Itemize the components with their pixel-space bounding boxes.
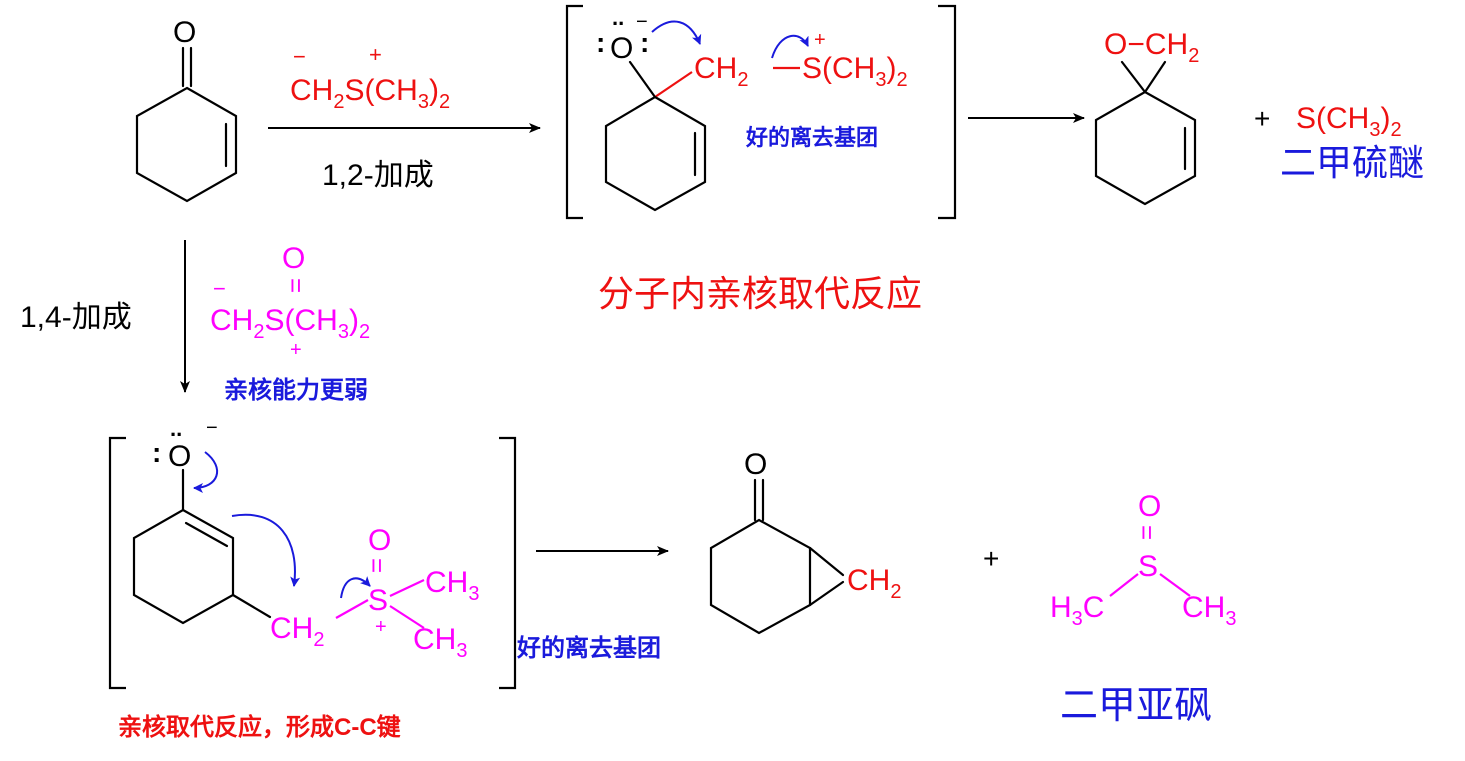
bottom-reagent-formula: CH2S(CH3)2 [210, 304, 370, 343]
label-14-addition: 1,4-加成 [20, 301, 132, 334]
top-reagent-minus: − [293, 44, 306, 69]
bottom-reagent-oxygen: O [282, 242, 305, 275]
intermediate1-oxygen-minus: − [636, 11, 648, 33]
top-reagent-formula: CH2S(CH3)2 [290, 74, 450, 113]
dmso-oxygen: O [1138, 490, 1161, 523]
intermediate2-ch3-lower: CH3 [413, 623, 467, 662]
product1-byproduct-formula: S(CH3)2 [1296, 102, 1402, 141]
intermediate1-ring [604, 95, 707, 212]
product2-ch2-label: CH2 [847, 564, 901, 603]
intermediate2-sulfoxide-double-bond: = [362, 558, 392, 573]
dmso-name: 二甲亚砜 [1060, 685, 1212, 727]
intermediate2-s-ch3-bond-upper [389, 579, 425, 597]
bottom-reagent-note: 亲核能力更弱 [224, 376, 368, 404]
intermediate1-leaving-group: 好的离去基团 [745, 125, 878, 150]
dmso-ch3: CH3 [1182, 591, 1236, 630]
intermediate2-ring [132, 508, 235, 625]
intermediate1-curly-arrow-1 [651, 20, 702, 45]
intermediate2-oxygen: O [168, 440, 191, 473]
top-reagent-ylide: − + CH2S(CH3)2 [290, 42, 450, 113]
intermediate1-lone-pairs-right: : [640, 27, 649, 58]
intermediate1-cc-bond [654, 71, 693, 98]
product2-cyclopropyl-ketone: O CH2 [709, 448, 901, 635]
intermediate2-bottom-label: 亲核取代反应，形成C-C键 [118, 713, 401, 741]
intermediate2-ch2-s-bond [335, 599, 369, 619]
intermediate2-sulfoxide-oxygen: O [368, 524, 391, 557]
intermediate1-oxygen: O [610, 32, 633, 65]
reactant-ring [135, 86, 238, 203]
intermediate2-s-plus: + [375, 616, 387, 638]
intermediate2-leaving-group: 好的离去基团 [516, 634, 661, 662]
bottom-reagent-plus: + [290, 339, 302, 361]
intermediate2-bracket-left [108, 436, 126, 690]
product1-byproduct-name: 二甲硫醚 [1280, 142, 1424, 183]
reactant-oxygen-label: O [173, 16, 196, 49]
intermediate2-curly-arrow-2 [231, 513, 301, 587]
product2-ring [709, 518, 812, 635]
intermediate2-ring-double-bond [184, 521, 229, 548]
top-reagent-plus: + [369, 42, 382, 67]
intermediate2-curly-arrow-3 [340, 576, 371, 599]
product1-plus-sign: + [1254, 103, 1270, 134]
intermediate1-lone-pairs: : [596, 27, 605, 58]
intermediate2-enolate: : .. O − CH2 O = S + CH3 CH3 [132, 416, 479, 662]
intermediate2-c-ch2-bond [231, 593, 272, 619]
product1-epoxide: O−CH2 [1094, 28, 1199, 206]
intermediate2-ch2: CH2 [270, 612, 324, 651]
intermediate2-oxygen-minus: − [206, 417, 218, 439]
intermediate2-bracket-right [499, 436, 517, 690]
intermediate2-s-ch3-bond-lower [389, 605, 425, 629]
bottom-reagent-ylide: O = − CH2S(CH3)2 + 亲核能力更弱 [210, 242, 370, 404]
intermediate1-ch2-sulfonium: CH2 [694, 52, 748, 91]
intermediate2-ch3-upper: CH3 [425, 566, 479, 605]
intermediate1-bracket-right [938, 4, 957, 220]
intramolecular-substitution-label: 分子内亲核取代反应 [598, 273, 922, 314]
product1-epoxide-label: O−CH2 [1104, 28, 1199, 67]
dmso-double-bond: = [1132, 525, 1162, 540]
intermediate1-lone-pairs-top: .. [612, 5, 624, 30]
product1-ring [1094, 90, 1197, 206]
intermediate2-sulfur: S [368, 584, 388, 617]
dmso-sulfur: S [1138, 550, 1158, 583]
intermediate2-lone-pairs-left: : [152, 437, 161, 468]
intermediate1-curly-arrow-2 [771, 34, 809, 59]
product2-cyclopropane-bond-lower [808, 580, 845, 607]
intermediate1-alkoxide: : .. : O − CH2 S(CH3)2 + 好的离去基团 [596, 5, 908, 212]
product2-oxygen: O [744, 448, 767, 481]
intermediate1-co-bond [628, 60, 657, 99]
dmso-h3c: H3C [1050, 591, 1104, 630]
intermediate1-s-plus: + [814, 29, 826, 51]
dmso-bond-right [1159, 573, 1191, 597]
bottom-reagent-minus: − [213, 276, 226, 301]
product2-plus-sign: + [983, 543, 999, 574]
intermediate1-sulfonium: S(CH3)2 [802, 52, 908, 91]
intermediate2-lone-pairs-top: .. [170, 416, 182, 441]
reactant-cyclohexenone: O [135, 16, 238, 203]
product2-cyclopropane-bond-upper [808, 546, 845, 577]
bottom-reagent-double-bond: = [281, 278, 311, 293]
product1-ch2-c-bond [1143, 60, 1167, 94]
dmso-bond-left [1109, 573, 1139, 597]
dmso-molecule: O = S H3C CH3 二甲亚砜 [1050, 490, 1236, 727]
label-12-addition: 1,2-加成 [322, 159, 434, 192]
intermediate1-bracket-left [565, 4, 583, 220]
intermediate2-curly-arrow-1 [193, 451, 218, 493]
product1-o-c-bond [1120, 60, 1147, 94]
